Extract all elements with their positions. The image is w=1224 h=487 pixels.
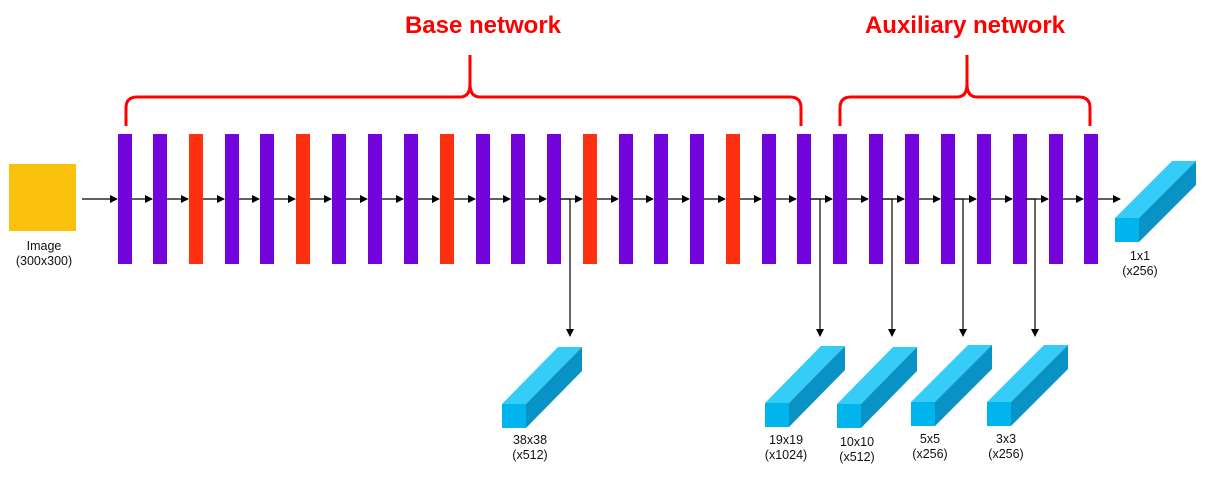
base-network-title: Base network (405, 12, 562, 39)
conv-layer-23 (905, 134, 919, 264)
feature-map-size-label: 1x1 (1130, 249, 1150, 263)
feature-map-size-label: 19x19 (769, 433, 803, 447)
conv-layer-12 (511, 134, 525, 264)
pool-layer-18 (726, 134, 740, 264)
auxiliary-network-bracket (838, 55, 1092, 126)
feature-map-top-face (502, 347, 582, 404)
feature-map-size-label: 10x10 (840, 435, 874, 449)
conv-layer-2 (153, 134, 167, 264)
conv-layer-11 (476, 134, 490, 264)
input-image-size: (300x300) (16, 254, 72, 268)
conv-layer-16 (654, 134, 668, 264)
conv-layer-5 (260, 134, 274, 264)
feature-map-6: 1x1(x256) (1115, 161, 1196, 278)
feature-map-outputs: 38x38(x512)19x19(x1024)10x10(x512)5x5(x2… (502, 161, 1196, 464)
feature-map-5: 3x3(x256) (987, 345, 1068, 461)
feature-map-top-face (911, 345, 992, 402)
feature-map-side-face (526, 347, 582, 428)
feature-map-side-face (789, 346, 845, 427)
conv-layer-17 (690, 134, 704, 264)
feature-map-channels-label: (x512) (512, 448, 547, 462)
conv-layer-9 (404, 134, 418, 264)
base-network-bracket (124, 55, 803, 126)
feature-map-size-label: 38x38 (513, 433, 547, 447)
conv-layer-13 (547, 134, 561, 264)
conv-layer-7 (332, 134, 346, 264)
layer-stack (118, 134, 1098, 264)
conv-layer-26 (1013, 134, 1027, 264)
feature-map-front-face (502, 404, 526, 428)
conv-layer-21 (833, 134, 847, 264)
feature-map-top-face (837, 347, 917, 404)
feature-map-top-face (987, 345, 1068, 402)
feature-map-front-face (765, 403, 789, 427)
feature-map-front-face (1115, 218, 1139, 242)
pool-layer-6 (296, 134, 310, 264)
feature-map-top-face (765, 346, 845, 403)
conv-layer-22 (869, 134, 883, 264)
conv-layer-25 (977, 134, 991, 264)
feature-map-size-label: 3x3 (996, 432, 1016, 446)
feature-map-front-face (911, 402, 935, 426)
feature-map-front-face (987, 402, 1011, 426)
input-image-label: Image (27, 239, 62, 253)
conv-layer-20 (797, 134, 811, 264)
pool-layer-14 (583, 134, 597, 264)
pool-layer-10 (440, 134, 454, 264)
conv-layer-19 (762, 134, 776, 264)
feature-map-size-label: 5x5 (920, 432, 940, 446)
feature-map-front-face (837, 404, 861, 428)
feature-map-channels-label: (x256) (912, 447, 947, 461)
feature-map-channels-label: (x1024) (765, 448, 807, 462)
feature-map-side-face (1011, 345, 1068, 426)
conv-layer-24 (941, 134, 955, 264)
auxiliary-network-title: Auxiliary network (865, 12, 1066, 39)
pool-layer-3 (189, 134, 203, 264)
feature-map-channels-label: (x512) (839, 450, 874, 464)
feature-map-channels-label: (x256) (988, 447, 1023, 461)
feature-map-side-face (1139, 161, 1196, 242)
input-image-block (9, 164, 76, 231)
feature-map-top-face (1115, 161, 1196, 218)
conv-layer-1 (118, 134, 132, 264)
conv-layer-28 (1084, 134, 1098, 264)
feature-map-channels-label: (x256) (1122, 264, 1157, 278)
feature-map-3: 10x10(x512) (837, 347, 917, 464)
conv-layer-4 (225, 134, 239, 264)
feature-map-side-face (861, 347, 917, 428)
conv-layer-8 (368, 134, 382, 264)
feature-map-4: 5x5(x256) (911, 345, 992, 461)
conv-layer-15 (619, 134, 633, 264)
feature-map-side-face (935, 345, 992, 426)
feature-map-2: 19x19(x1024) (765, 346, 845, 462)
flow-arrows (82, 195, 1121, 337)
feature-map-1: 38x38(x512) (502, 347, 582, 462)
conv-layer-27 (1049, 134, 1063, 264)
